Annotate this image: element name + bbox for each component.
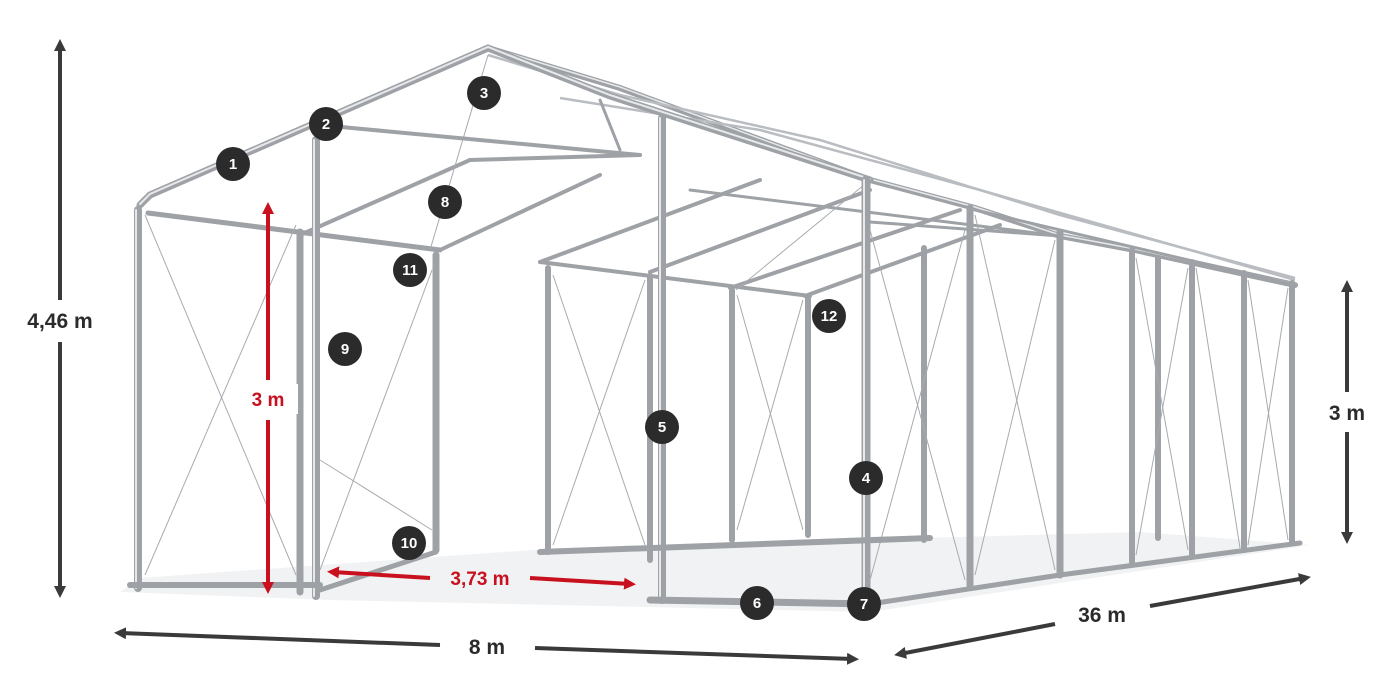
front-posts xyxy=(127,136,440,600)
svg-text:5: 5 xyxy=(658,419,666,436)
tent-frame xyxy=(127,44,1303,608)
side-height-label: 3 m xyxy=(1329,402,1365,425)
svg-text:11: 11 xyxy=(402,262,418,279)
svg-text:4: 4 xyxy=(862,470,871,487)
callout-5: 5 xyxy=(645,410,679,444)
svg-text:3: 3 xyxy=(480,85,488,102)
callout-9: 9 xyxy=(328,332,362,366)
middle-posts xyxy=(537,114,1063,608)
callout-2: 2 xyxy=(309,107,343,141)
callout-6: 6 xyxy=(740,586,774,620)
svg-text:12: 12 xyxy=(821,308,838,325)
callout-8: 8 xyxy=(428,185,462,219)
callout-1: 1 xyxy=(216,147,250,181)
dimension-bay-spacing: 3,73 m xyxy=(327,566,636,590)
callouts: 1 2 3 4 5 6 7 8 9 10 11 12 xyxy=(216,76,883,621)
callout-3: 3 xyxy=(467,76,501,110)
svg-text:8: 8 xyxy=(441,194,449,211)
bay-spacing-label: 3,73 m xyxy=(450,569,509,590)
dimension-height-total: 4,46 m xyxy=(27,39,93,598)
width-label: 8 m xyxy=(469,636,505,659)
front-gable xyxy=(136,44,874,253)
callout-4: 4 xyxy=(849,461,883,495)
svg-text:2: 2 xyxy=(322,116,330,133)
dimension-length: 36 m xyxy=(894,573,1311,659)
callout-12: 12 xyxy=(812,299,846,333)
roof-rails xyxy=(485,45,1298,288)
callout-7: 7 xyxy=(847,587,881,621)
callout-11: 11 xyxy=(393,253,427,287)
dimension-width: 8 m xyxy=(114,627,859,665)
ground-shadow xyxy=(120,532,1310,612)
svg-text:9: 9 xyxy=(341,341,349,358)
callout-10: 10 xyxy=(392,526,426,560)
rear-posts xyxy=(966,204,1303,589)
length-label: 36 m xyxy=(1078,604,1126,627)
inner-height-label: 3 m xyxy=(252,390,285,411)
svg-text:7: 7 xyxy=(860,596,868,613)
roof-trusses xyxy=(538,178,1297,298)
svg-text:1: 1 xyxy=(229,156,237,173)
total-height-label: 4,46 m xyxy=(27,310,92,333)
dimension-side-height: 3 m xyxy=(1329,280,1365,544)
svg-text:6: 6 xyxy=(753,595,761,612)
dimension-inner-height: 3 m xyxy=(240,202,298,594)
svg-text:10: 10 xyxy=(401,535,418,552)
